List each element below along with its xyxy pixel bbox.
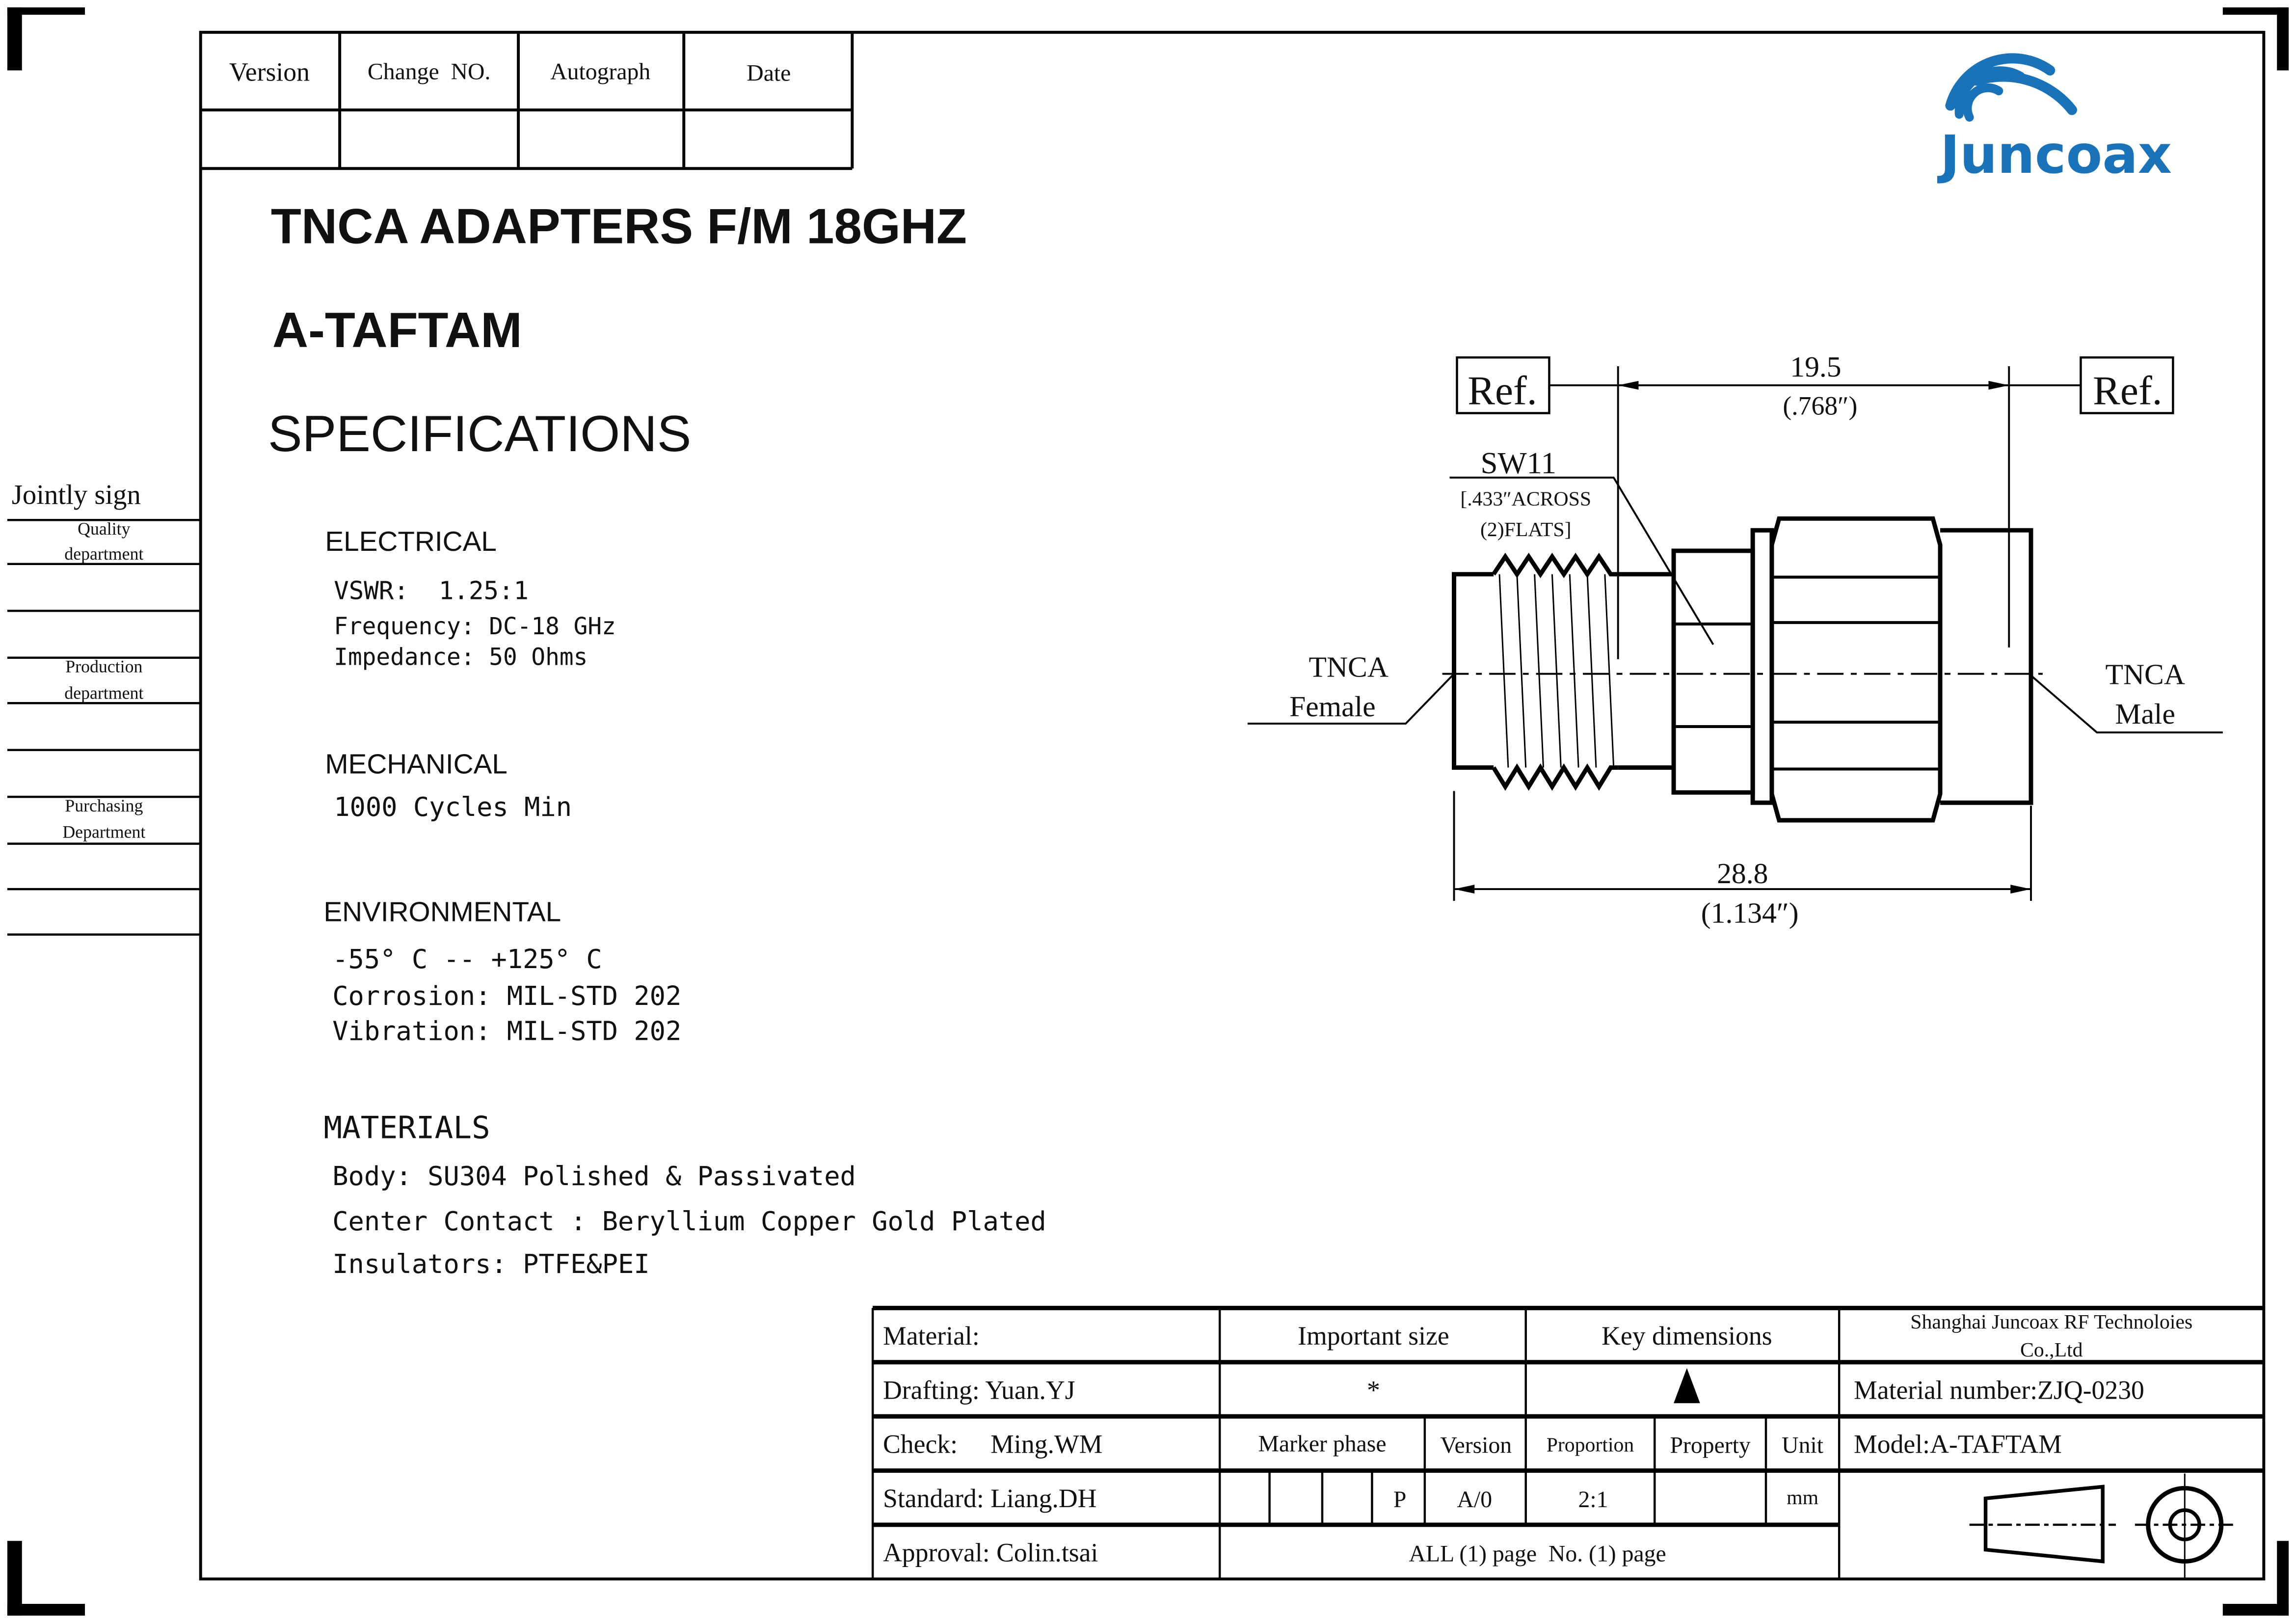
proportion-header: Proportion (1547, 1434, 1634, 1457)
drafting-field: Drafting: Yuan.YJ (883, 1375, 1075, 1405)
marker-phase-header: Marker phase (1258, 1431, 1387, 1457)
production-dept-line2: department (64, 683, 143, 703)
spec-vswr: VSWR: 1.25:1 (334, 576, 529, 605)
wrench-note-2: (2)FLATS] (1480, 518, 1572, 541)
materials-heading: MATERIALS (323, 1109, 490, 1145)
page-count: ALL (1) page No. (1) page (1409, 1541, 1666, 1567)
version-header: Version (1440, 1433, 1512, 1459)
spec-cycles: 1000 Cycles Min (334, 791, 572, 822)
spec-corrosion: Corrosion: MIL-STD 202 (332, 980, 681, 1011)
dim-overall-length: 28.8 (1717, 857, 1768, 890)
material-number: Material number:ZJQ-0230 (1854, 1375, 2144, 1405)
approval-field: Approval: Colin.tsai (883, 1538, 1098, 1568)
revision-header-change-no: Change NO. (368, 58, 490, 84)
spec-center-contact: Center Contact : Beryllium Copper Gold P… (332, 1206, 1046, 1237)
revision-header-date: Date (747, 60, 791, 86)
logo-text: Juncoax (1937, 124, 2172, 186)
connector-body (1452, 516, 2033, 823)
spec-body: Body: SU304 Polished & Passivated (332, 1161, 856, 1191)
male-label-1: TNCA (2106, 658, 2185, 690)
projection-symbol-icon (1969, 1473, 2238, 1579)
wrench-note-1: [.433″ACROSS (1460, 487, 1591, 510)
check-field: Check: Ming.WM (883, 1430, 1102, 1459)
female-label-1: TNCA (1309, 651, 1388, 683)
dim-overall-length-inches: (1.134″) (1701, 897, 1799, 929)
important-size-header: Important size (1298, 1321, 1449, 1351)
ref-label-right: Ref. (2093, 369, 2162, 414)
company-name-1: Shanghai Juncoax RF Technoloies (1910, 1311, 2192, 1333)
revision-header-version: Version (229, 57, 310, 86)
spec-impedance: Impedance: 50 Ohms (334, 644, 587, 671)
thread-lines (1498, 574, 1615, 768)
version-value: A/0 (1457, 1487, 1493, 1513)
property-header: Property (1670, 1433, 1750, 1459)
key-dimensions-header: Key dimensions (1602, 1321, 1772, 1351)
specifications: ELECTRICAL VSWR: 1.25:1 Frequency: DC-18… (323, 526, 1046, 1279)
quality-dept-line1: Quality (78, 519, 130, 539)
jointly-sign-panel: Jointly sign Quality department Producti… (7, 479, 201, 936)
title-block: Material: Drafting: Yuan.YJ Check: Ming.… (871, 1305, 2264, 1579)
dim-length-ref-inches: (.768″) (1783, 391, 1857, 420)
spec-temperature: -55° C -- +125° C (332, 944, 602, 974)
spec-insulators: Insulators: PTFE&PEI (332, 1248, 649, 1279)
adapter-drawing: Ref. Ref. 19.5 (.768″) SW11 [.433″ACROSS… (1247, 351, 2223, 929)
quality-dept-line2: department (64, 544, 143, 564)
revision-header-autograph: Autograph (550, 58, 650, 84)
key-dimension-triangle-icon (1674, 1368, 1700, 1404)
spec-frequency: Frequency: DC-18 GHz (334, 613, 616, 640)
electrical-heading: ELECTRICAL (325, 526, 497, 557)
model-title: A-TAFTAM (272, 302, 522, 358)
jointly-sign-label: Jointly sign (12, 479, 141, 510)
purchasing-dept-line2: Department (62, 822, 145, 842)
specifications-title: SPECIFICATIONS (268, 405, 691, 462)
company-name-2: Co.,Ltd (2020, 1339, 2083, 1361)
important-size-symbol: * (1367, 1375, 1380, 1405)
male-label-2: Male (2115, 698, 2175, 730)
material-field: Material: (883, 1321, 980, 1351)
model-number: Model:A-TAFTAM (1854, 1430, 2062, 1459)
marker-phase-value: P (1393, 1487, 1407, 1513)
signal-waves-icon (1945, 53, 2077, 122)
unit-header: Unit (1782, 1433, 1823, 1459)
spec-vibration: Vibration: MIL-STD 202 (332, 1015, 681, 1046)
proportion-value: 2:1 (1578, 1487, 1608, 1513)
product-title: TNCA ADAPTERS F/M 18GHZ (271, 198, 967, 254)
mechanical-heading: MECHANICAL (325, 749, 507, 780)
juncoax-logo: Juncoax (1937, 53, 2172, 186)
environmental-heading: ENVIRONMENTAL (323, 897, 561, 928)
sheet-frame (199, 30, 2266, 1581)
dim-length-ref: 19.5 (1790, 351, 1841, 383)
unit-value: mm (1787, 1487, 1818, 1509)
purchasing-dept-line1: Purchasing (65, 796, 143, 815)
female-label-2: Female (1289, 690, 1376, 723)
revision-table: Version Change NO. Autograph Date (200, 32, 854, 170)
standard-field: Standard: Liang.DH (883, 1484, 1096, 1513)
wrench-size-label: SW11 (1481, 446, 1556, 480)
production-dept-line1: Production (65, 657, 142, 676)
ref-label-left: Ref. (1468, 369, 1537, 414)
corner-marks (7, 7, 2289, 1616)
